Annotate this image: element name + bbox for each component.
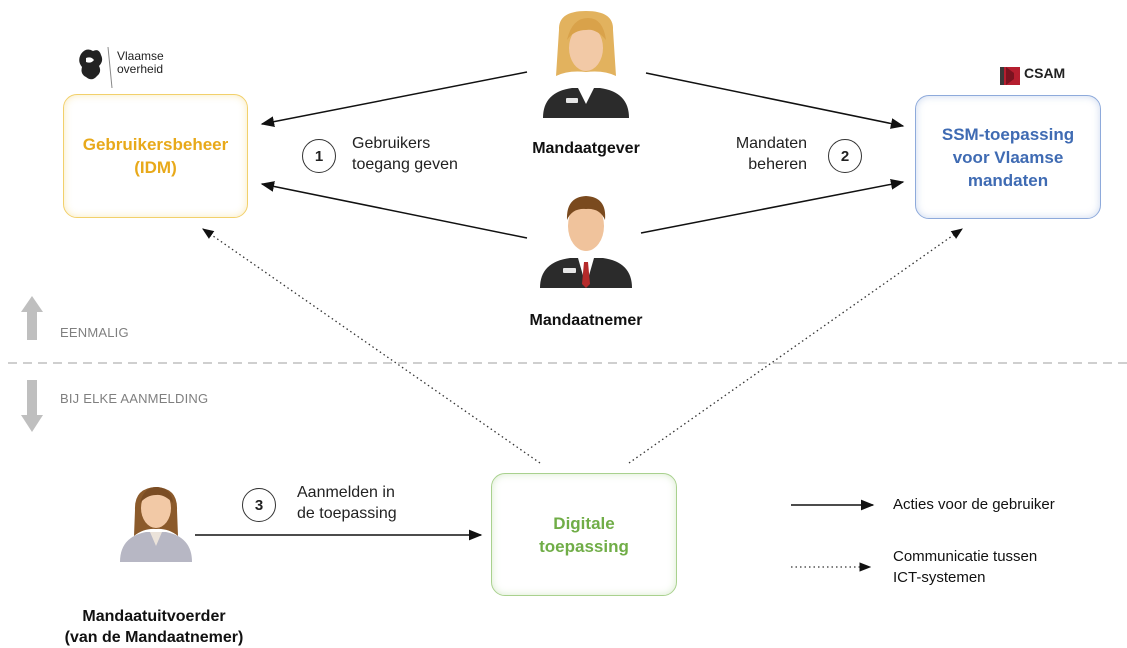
arrow-mandaatnemer-to-ssm [640, 179, 905, 234]
idm-box-line1: Gebruikersbeheer [82, 135, 229, 154]
phase-each-label: BIJ ELKE AANMELDING [60, 391, 209, 406]
ssm-box-line3: mandaten [967, 170, 1049, 190]
dotted-digitale-to-ssm [628, 228, 963, 464]
step-2-badge: 2 [828, 139, 862, 173]
step-1-text: Gebruikers toegang geven [352, 133, 458, 175]
phase-once-label: EENMALIG [60, 325, 129, 340]
female-person-icon [120, 486, 192, 562]
down-arrow-icon [21, 380, 43, 432]
arrow-mandaatgever-to-ssm [645, 72, 905, 129]
dotted-digitale-to-idm [202, 228, 541, 464]
step-2-text: Mandaten beheren [700, 133, 807, 175]
step-1-line1: Gebruikers [352, 135, 431, 152]
digitale-box-line1: Digitale [553, 513, 615, 533]
vlaamse-overheid-line1: Vlaamse [117, 49, 164, 63]
step-3-line2: de toepassing [297, 505, 397, 522]
arrow-mandaatnemer-to-idm [260, 181, 528, 239]
step-2-line2: beheren [748, 156, 807, 173]
vlaamse-leeuw-icon [79, 46, 113, 89]
up-arrow-icon [21, 296, 43, 340]
csam-flag-icon [1000, 67, 1020, 85]
step-3-badge: 3 [242, 488, 276, 522]
step-3-text: Aanmelden in de toepassing [297, 482, 397, 524]
digitale-toepassing-box: Digitale toepassing [491, 473, 677, 596]
idm-box: Gebruikersbeheer (IDM) [63, 94, 248, 218]
legend-dotted-line1: Communicatie tussen [893, 548, 1038, 565]
mandaatnemer-label: Mandaatnemer [529, 312, 643, 329]
ssm-box-line2: voor Vlaamse [952, 147, 1064, 167]
step-1-badge: 1 [302, 139, 336, 173]
step-1-line2: toegang geven [352, 156, 458, 173]
ssm-box: SSM-toepassing voor Vlaamse mandaten [915, 95, 1101, 219]
idm-box-line2: (IDM) [134, 158, 177, 177]
ssm-box-line1: SSM-toepassing [941, 124, 1075, 144]
vlaamse-overheid-logo: Vlaamse overheid [117, 50, 164, 76]
arrow-mandaatgever-to-idm [260, 71, 528, 127]
step-2-line1: Mandaten [735, 135, 807, 152]
legend-dotted-line2: ICT-systemen [893, 569, 986, 586]
csam-logo-text: CSAM [1024, 65, 1066, 81]
mandaatuitvoerder-label: Mandaatuitvoerder (van de Mandaatnemer) [40, 606, 268, 648]
female-businessperson-icon [543, 11, 629, 118]
digitale-box-line2: toepassing [539, 536, 629, 556]
legend-dotted-label: Communicatie tussen ICT-systemen [893, 546, 1037, 588]
mandaatuitvoerder-line2: (van de Mandaatnemer) [64, 629, 244, 646]
mandaatuitvoerder-line1: Mandaatuitvoerder [82, 608, 226, 625]
male-businessperson-icon [540, 196, 632, 288]
mandaatgever-label: Mandaatgever [532, 140, 640, 157]
legend-solid-label: Acties voor de gebruiker [893, 496, 1055, 513]
step-3-line1: Aanmelden in [297, 484, 395, 501]
vlaamse-overheid-line2: overheid [117, 62, 164, 76]
